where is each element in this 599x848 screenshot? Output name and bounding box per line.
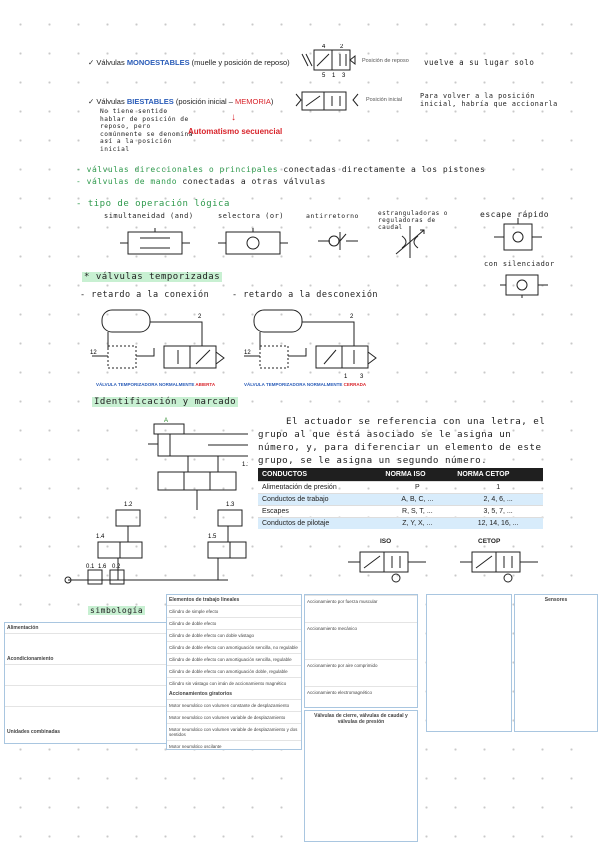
svg-text:0.1: 0.1 xyxy=(86,564,95,570)
svg-text:1.4: 1.4 xyxy=(96,534,105,540)
identificacion-text: El actuador se referencia con una letra,… xyxy=(258,416,546,466)
temporizadora-abierta-diagram: 12 2 xyxy=(90,309,225,369)
and-valve-symbol xyxy=(120,228,190,255)
svg-text:2: 2 xyxy=(198,314,202,320)
iso-label: ISO xyxy=(380,538,392,545)
escape-rapido-symbol xyxy=(494,218,542,251)
iso-valve-symbol xyxy=(348,551,426,583)
posicion-inicial-tag: Posición inicial xyxy=(366,97,403,103)
svg-text:1.1: 1.1 xyxy=(242,462,248,468)
svg-text:1.3: 1.3 xyxy=(226,502,235,508)
retardo-desconexion: - retardo a la desconexión xyxy=(232,290,379,300)
cetop-valve-symbol xyxy=(460,551,538,583)
direccionales-line: - válvulas direccionales o principales c… xyxy=(76,165,486,174)
caption-cerrada: VÁLVULA TEMPORIZADORA NORMALMENTE CERRAD… xyxy=(244,382,367,387)
svg-text:4: 4 xyxy=(322,44,326,50)
cetop-label: CETOP xyxy=(478,538,501,545)
antirretorno-symbol xyxy=(318,232,358,250)
monoestable-note: vuelve a su lugar solo xyxy=(424,58,535,67)
svg-text:1.2: 1.2 xyxy=(124,502,133,508)
svg-text:0.2: 0.2 xyxy=(112,564,121,570)
svg-text:3: 3 xyxy=(342,73,346,78)
automatismo-label: Automatismo secuencial xyxy=(188,127,283,136)
svg-text:2: 2 xyxy=(340,44,344,50)
panel-alimentacion: Alimentación Acondicionamiento Unidades … xyxy=(4,622,192,744)
check-icon: ✓ xyxy=(88,97,97,106)
circuit-diagram: A 1.1 1.2 1.3 1.4 1.5 1.6 0.1 0.2 xyxy=(64,418,248,585)
panel-valvulas-cierre: Válvulas de cierre, válvulas de caudal y… xyxy=(304,710,418,842)
svg-text:1: 1 xyxy=(332,73,336,78)
mando-line: - válvulas de mando conectadas a otras v… xyxy=(76,177,326,186)
caption-abierta: VÁLVULA TEMPORIZADORA NORMALMENTE ABIERT… xyxy=(96,382,216,387)
op-or: selectora (or) xyxy=(218,212,285,220)
panel-valvulas-tabla xyxy=(426,594,512,732)
silenciador-label: con silenciador xyxy=(484,260,555,268)
col-iso: NORMA ISO xyxy=(381,468,454,482)
svg-text:5: 5 xyxy=(322,73,326,78)
monoestables-line: ✓ Válvulas MONOESTABLES (muelle y posici… xyxy=(88,58,290,67)
svg-text:A: A xyxy=(164,418,168,424)
temporizadas-title: * válvulas temporizadas xyxy=(82,272,223,282)
biestable-note: Para volver a la posición inicial, habrí… xyxy=(420,92,558,108)
posicion-reposo-tag: Posición de reposo xyxy=(362,58,409,64)
or-valve-symbol xyxy=(218,228,288,255)
svg-text:12: 12 xyxy=(90,350,97,356)
identificacion-title: Identificación y marcado xyxy=(92,397,239,407)
monoestable-valve-symbol: 4 2 5 1 3 xyxy=(301,44,356,78)
temporizadora-cerrada-diagram: 12 2 1 3 xyxy=(244,309,377,380)
estranguladora-symbol xyxy=(395,226,425,258)
biestables-line: ✓ Válvulas BIESTABLES (posición inicial … xyxy=(88,97,274,106)
biestable-note2: No tiene sentido hablar de posición de r… xyxy=(100,108,193,153)
panel-sensores: Sensores xyxy=(514,594,598,732)
simbologia-title: simbología xyxy=(88,606,146,615)
svg-text:1: 1 xyxy=(344,374,348,380)
op-antirretorno: antirretorno xyxy=(306,212,359,220)
check-icon: ✓ xyxy=(88,58,97,67)
svg-text:3: 3 xyxy=(360,374,364,380)
col-cetop: NORMA CETOP xyxy=(453,468,543,482)
retardo-conexion: - retardo a la conexión xyxy=(80,290,210,300)
biestable-valve-symbol xyxy=(295,91,359,111)
op-escape: escape rápido xyxy=(480,210,550,219)
table-header-row: CONDUCTOS NORMA ISO NORMA CETOP xyxy=(258,468,543,482)
col-conductos: CONDUCTOS xyxy=(258,468,382,482)
panel-elementos-trabajo: Elementos de trabajo lineales Cilindro d… xyxy=(166,594,302,750)
silenciador-symbol xyxy=(500,274,548,298)
conductos-table: CONDUCTOS NORMA ISO NORMA CETOP Alimenta… xyxy=(258,468,543,529)
operacion-title: - tipo de operación lógica xyxy=(76,199,230,209)
svg-text:12: 12 xyxy=(244,350,251,356)
conductos-table-wrap: CONDUCTOS NORMA ISO NORMA CETOP Alimenta… xyxy=(258,468,543,529)
svg-text:1.6: 1.6 xyxy=(98,564,107,570)
op-and: simultaneidad (and) xyxy=(104,212,194,220)
svg-text:1.5: 1.5 xyxy=(208,534,217,540)
op-estranguladoras: estranguladoras o reguladoras de caudal xyxy=(378,210,448,231)
down-arrow-icon: ↓ xyxy=(231,112,236,123)
panel-accionamientos: Accionamiento por fuerza muscular Accion… xyxy=(304,594,418,708)
svg-text:2: 2 xyxy=(350,314,354,320)
